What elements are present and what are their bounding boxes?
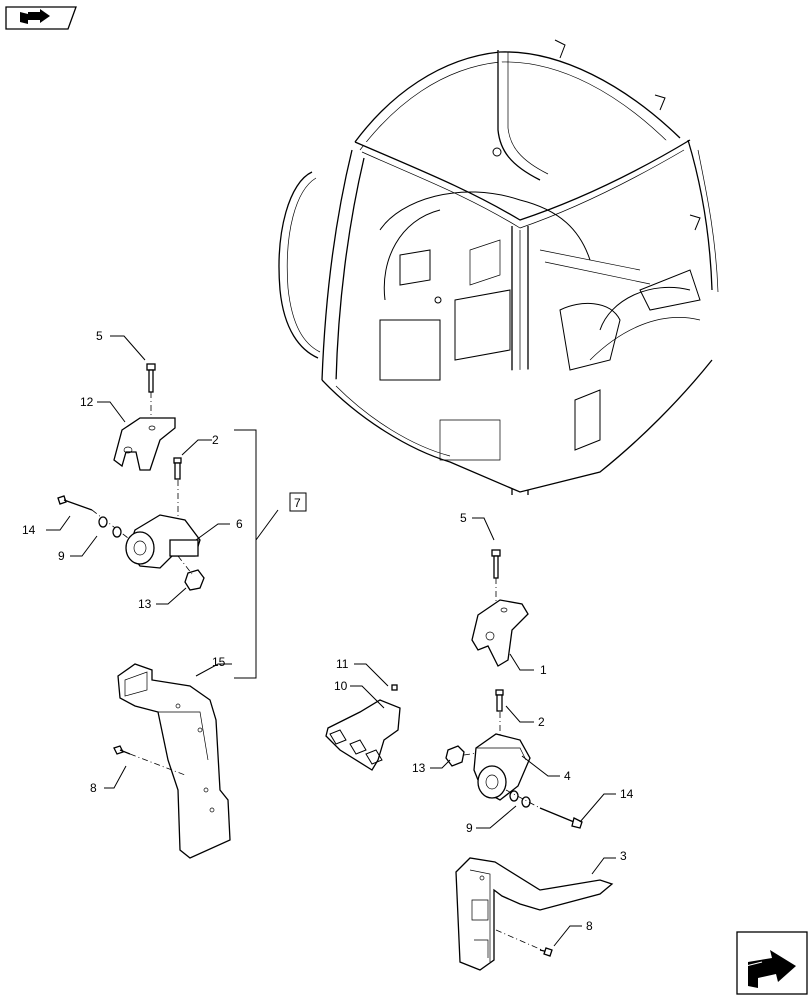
mount-6: [125, 514, 201, 569]
callout-2-right: 2: [538, 715, 545, 729]
callout-6: 6: [236, 517, 243, 531]
callout-9-right: 9: [466, 821, 473, 835]
callout-5-left: 5: [96, 329, 103, 343]
bolt-5-left: [146, 363, 156, 420]
next-page-arrow-icon[interactable]: [736, 931, 808, 995]
callout-9-left: 9: [58, 549, 65, 563]
callout-5-right: 5: [460, 511, 467, 525]
callout-8-right: 8: [586, 919, 593, 933]
bracket-12: [113, 417, 176, 471]
callout-box-7: [289, 492, 307, 512]
group-bracket-7: [234, 429, 307, 679]
bolt-14-right: [505, 789, 583, 829]
bolt-8-right: [495, 929, 553, 957]
book-arrow-icon[interactable]: [5, 6, 77, 30]
callout-13-left: 13: [138, 597, 152, 611]
callout-1: 1: [540, 663, 547, 677]
leader-lines: [46, 335, 616, 947]
callout-12: 12: [80, 395, 94, 409]
bracket-15: [117, 663, 231, 859]
bracket-3: [455, 857, 614, 971]
bracket-1: [471, 599, 529, 667]
nut-13-left: [177, 555, 205, 591]
callout-labels: 5 12 2 6 7 14 9 13 15 8 5 1 11 10 2 13 4…: [22, 329, 634, 933]
washer-9-right: [509, 790, 531, 808]
bracket-10: [325, 699, 401, 771]
cab-frame-illustration: [278, 39, 719, 495]
callout-15: 15: [212, 655, 226, 669]
callout-7: 7: [294, 496, 301, 510]
bolt-14-left: [57, 495, 129, 539]
callout-4: 4: [564, 769, 571, 783]
callout-13-right: 13: [412, 761, 426, 775]
bolt-8-left: [113, 745, 186, 776]
callout-2-left: 2: [212, 433, 219, 447]
callout-10: 10: [334, 679, 348, 693]
callout-14-left: 14: [22, 523, 36, 537]
mount-4: [473, 733, 531, 801]
callout-3: 3: [620, 849, 627, 863]
callout-14-right: 14: [620, 787, 634, 801]
callout-8-left: 8: [90, 781, 97, 795]
part-11: [391, 684, 398, 691]
callout-11: 11: [336, 657, 349, 671]
washer-9-left: [98, 516, 122, 538]
